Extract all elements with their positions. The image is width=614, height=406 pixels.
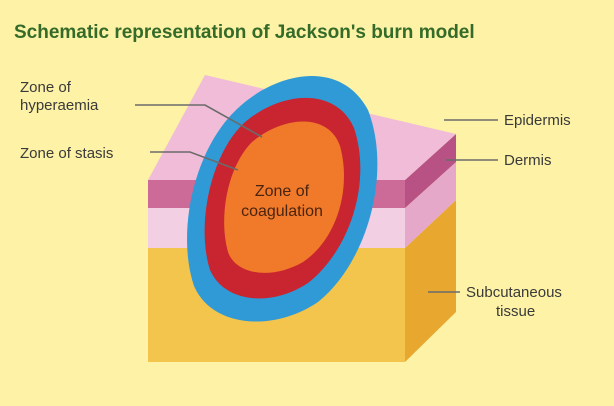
leader-hyperaemia [135,104,263,138]
label-stasis: Zone of stasis [20,145,113,162]
epidermis-side-face [405,134,456,208]
zone-of-coagulation-shape [224,121,344,273]
label-coagulation-line1: Zone of [255,183,310,200]
label-coagulation-line2: coagulation [241,203,323,220]
label-hyperaemia-line1: Zone of [20,79,72,96]
label-hyperaemia-line2: hyperaemia [20,97,99,114]
label-subcutaneous-line2: tissue [496,303,535,320]
label-epidermis: Epidermis [504,112,571,129]
dermis-side-face [405,162,456,248]
leader-stasis [150,151,239,171]
label-subcutaneous-line1: Subcutaneous [466,284,562,301]
subcutaneous-side-face [405,200,456,362]
label-dermis: Dermis [504,152,552,169]
figure-title: Schematic representation of Jackson's bu… [14,22,475,43]
